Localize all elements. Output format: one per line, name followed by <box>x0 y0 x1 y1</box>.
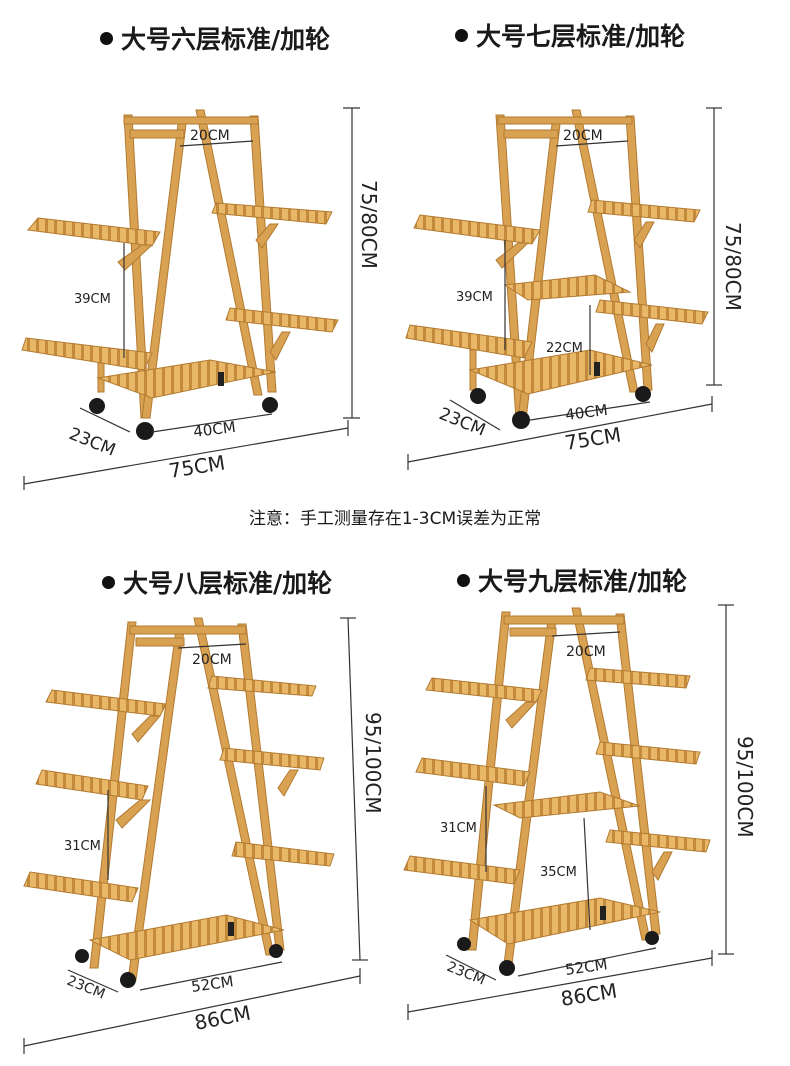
shelf-illustration-six-tier: 20CM 75/80CM 39CM 40CM 23CM 75CM <box>21 107 381 490</box>
dim-tier-gap-lower: 35CM <box>540 865 577 880</box>
panel-title-seven-tier: 大号七层标准/加轮 <box>455 17 685 53</box>
dim-height: 95/100CM <box>361 712 385 814</box>
dim-tier-gap: 39CM <box>74 292 111 307</box>
panel-title-eight-tier: 大号八层标准/加轮 <box>102 564 332 600</box>
bullet-icon <box>455 29 468 42</box>
dim-top-width: 20CM <box>190 128 230 144</box>
dim-inner-width: 52CM <box>190 972 235 996</box>
panel-title-nine-tier: 大号九层标准/加轮 <box>457 562 687 598</box>
dim-total-width: 75CM <box>167 450 227 483</box>
dim-total-width: 75CM <box>563 422 623 455</box>
dim-tier-gap: 31CM <box>64 839 101 854</box>
bullet-icon <box>102 576 115 589</box>
dim-inner-width: 40CM <box>192 418 236 441</box>
dim-depth: 23CM <box>66 424 118 461</box>
dim-depth: 23CM <box>436 404 488 441</box>
dim-height: 95/100CM <box>733 736 757 838</box>
measurement-note: 注意：手工测量存在1-3CM误差为正常 <box>248 509 542 529</box>
dim-depth: 23CM <box>445 959 488 989</box>
dim-tier-gap: 31CM <box>440 821 477 836</box>
panel-title-six-tier: 大号六层标准/加轮 <box>100 20 330 56</box>
dim-inner-width: 40CM <box>564 401 608 424</box>
shelf-illustration-nine-tier: 20CM 95/100CM 31CM 35CM 52CM 23CM 86CM <box>403 604 757 1020</box>
dim-total-width: 86CM <box>192 1001 252 1035</box>
dim-top-width: 20CM <box>192 652 232 668</box>
dim-inner-width: 52CM <box>564 955 609 979</box>
bullet-icon <box>457 574 470 587</box>
dim-top-width: 20CM <box>563 128 603 144</box>
shelf-illustration-eight-tier: 20CM 95/100CM 31CM 52CM 23CM 86CM <box>23 617 385 1054</box>
dim-height: 75/80CM <box>357 180 381 269</box>
dim-tier-gap: 39CM <box>456 290 493 305</box>
dim-height: 75/80CM <box>721 222 745 311</box>
dim-top-width: 20CM <box>566 644 606 660</box>
bullet-icon <box>100 32 113 45</box>
shelf-illustration-seven-tier: 20CM 75/80CM 39CM 22CM 40CM 23CM 75CM <box>405 107 745 470</box>
dim-tier-gap-lower: 22CM <box>546 341 583 356</box>
